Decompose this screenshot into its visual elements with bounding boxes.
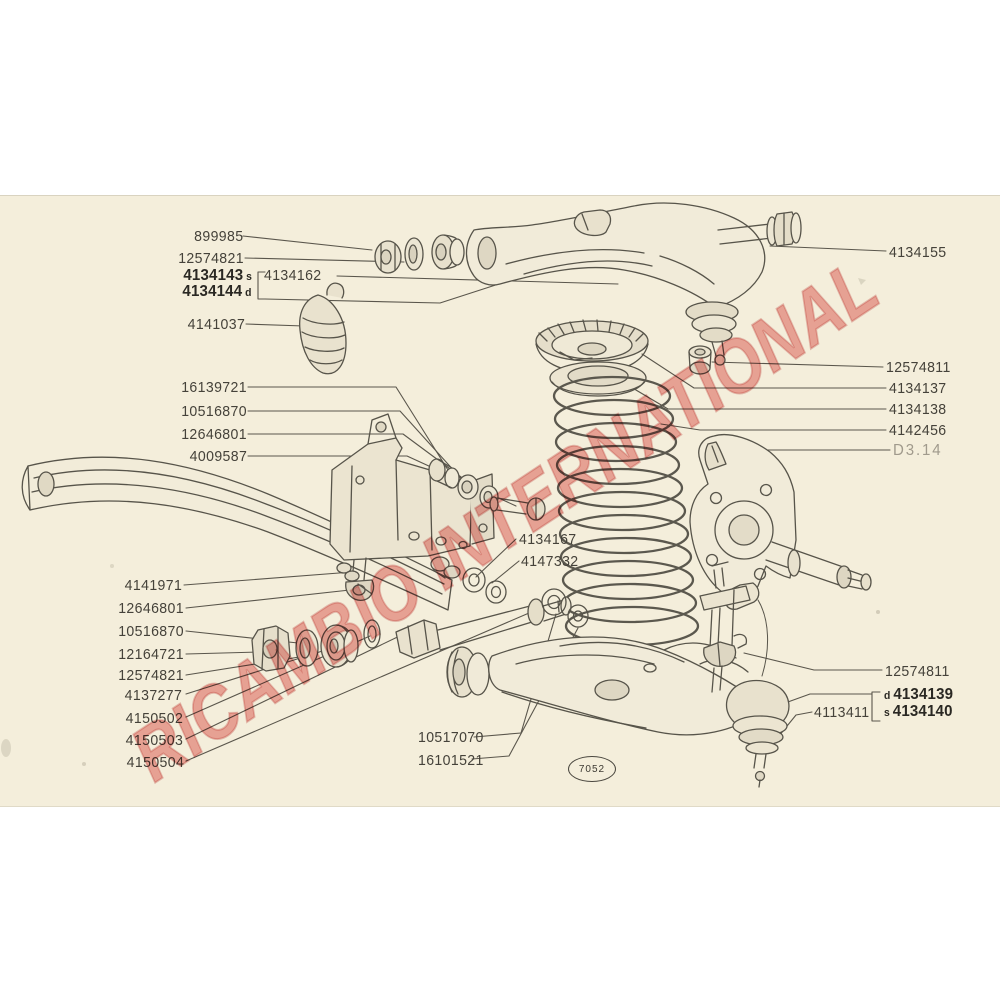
upper-arm-fasteners [374, 234, 465, 274]
part-label: 10517070 [418, 729, 484, 746]
steering-knuckle [689, 434, 872, 610]
part-label: 4141037 [187, 316, 245, 333]
part-label: 4113411 [814, 704, 870, 721]
part-label: 4150502 [125, 710, 183, 727]
section-reference: D3.14 [893, 442, 943, 459]
bracket-bolt-set [428, 458, 546, 521]
part-label: 16101521 [418, 752, 484, 769]
part-label: 4142456 [889, 422, 947, 439]
coil-spring [552, 375, 700, 647]
part-label: 4134162 [264, 267, 322, 284]
part-label: 4137277 [124, 687, 182, 704]
figure-number-badge: 7052 [568, 756, 616, 782]
part-label: 12574821 [178, 250, 244, 267]
part-label: 12164721 [118, 646, 184, 663]
lower-pivot-hardware [251, 556, 589, 672]
part-label: 12574811 [886, 359, 951, 376]
lower-control-arm [446, 561, 790, 788]
part-label: 4150503 [125, 732, 183, 749]
crossmember [21, 413, 495, 611]
pivot-bar [395, 619, 441, 659]
kingpin-link [699, 561, 769, 693]
part-label: 4134167 [519, 531, 577, 548]
pivot-bolt-shaft [717, 223, 773, 245]
paper-blemishes [1, 278, 880, 766]
part-label: 12574821 [118, 667, 184, 684]
part-label: 4134138 [889, 401, 947, 418]
part-label: 4134155 [889, 244, 947, 261]
part-label: 10516870 [181, 403, 247, 420]
part-label: 10516870 [118, 623, 184, 640]
part-label: 12646801 [118, 600, 184, 617]
part-label: 4150504 [126, 754, 184, 771]
part-label: 16139721 [181, 379, 247, 396]
spring-upper-seat [535, 319, 649, 397]
part-label: 12574811 [885, 663, 950, 680]
part-label: 899985 [193, 228, 243, 245]
part-label: 4147332 [521, 553, 579, 570]
stub-axle [765, 541, 847, 587]
bump-stop [299, 282, 347, 375]
part-label: 4009587 [189, 448, 247, 465]
part-label: 4134137 [889, 380, 947, 397]
part-label: 4141971 [124, 577, 182, 594]
part-label: 12646801 [181, 426, 247, 443]
upper-control-arm [465, 202, 802, 375]
